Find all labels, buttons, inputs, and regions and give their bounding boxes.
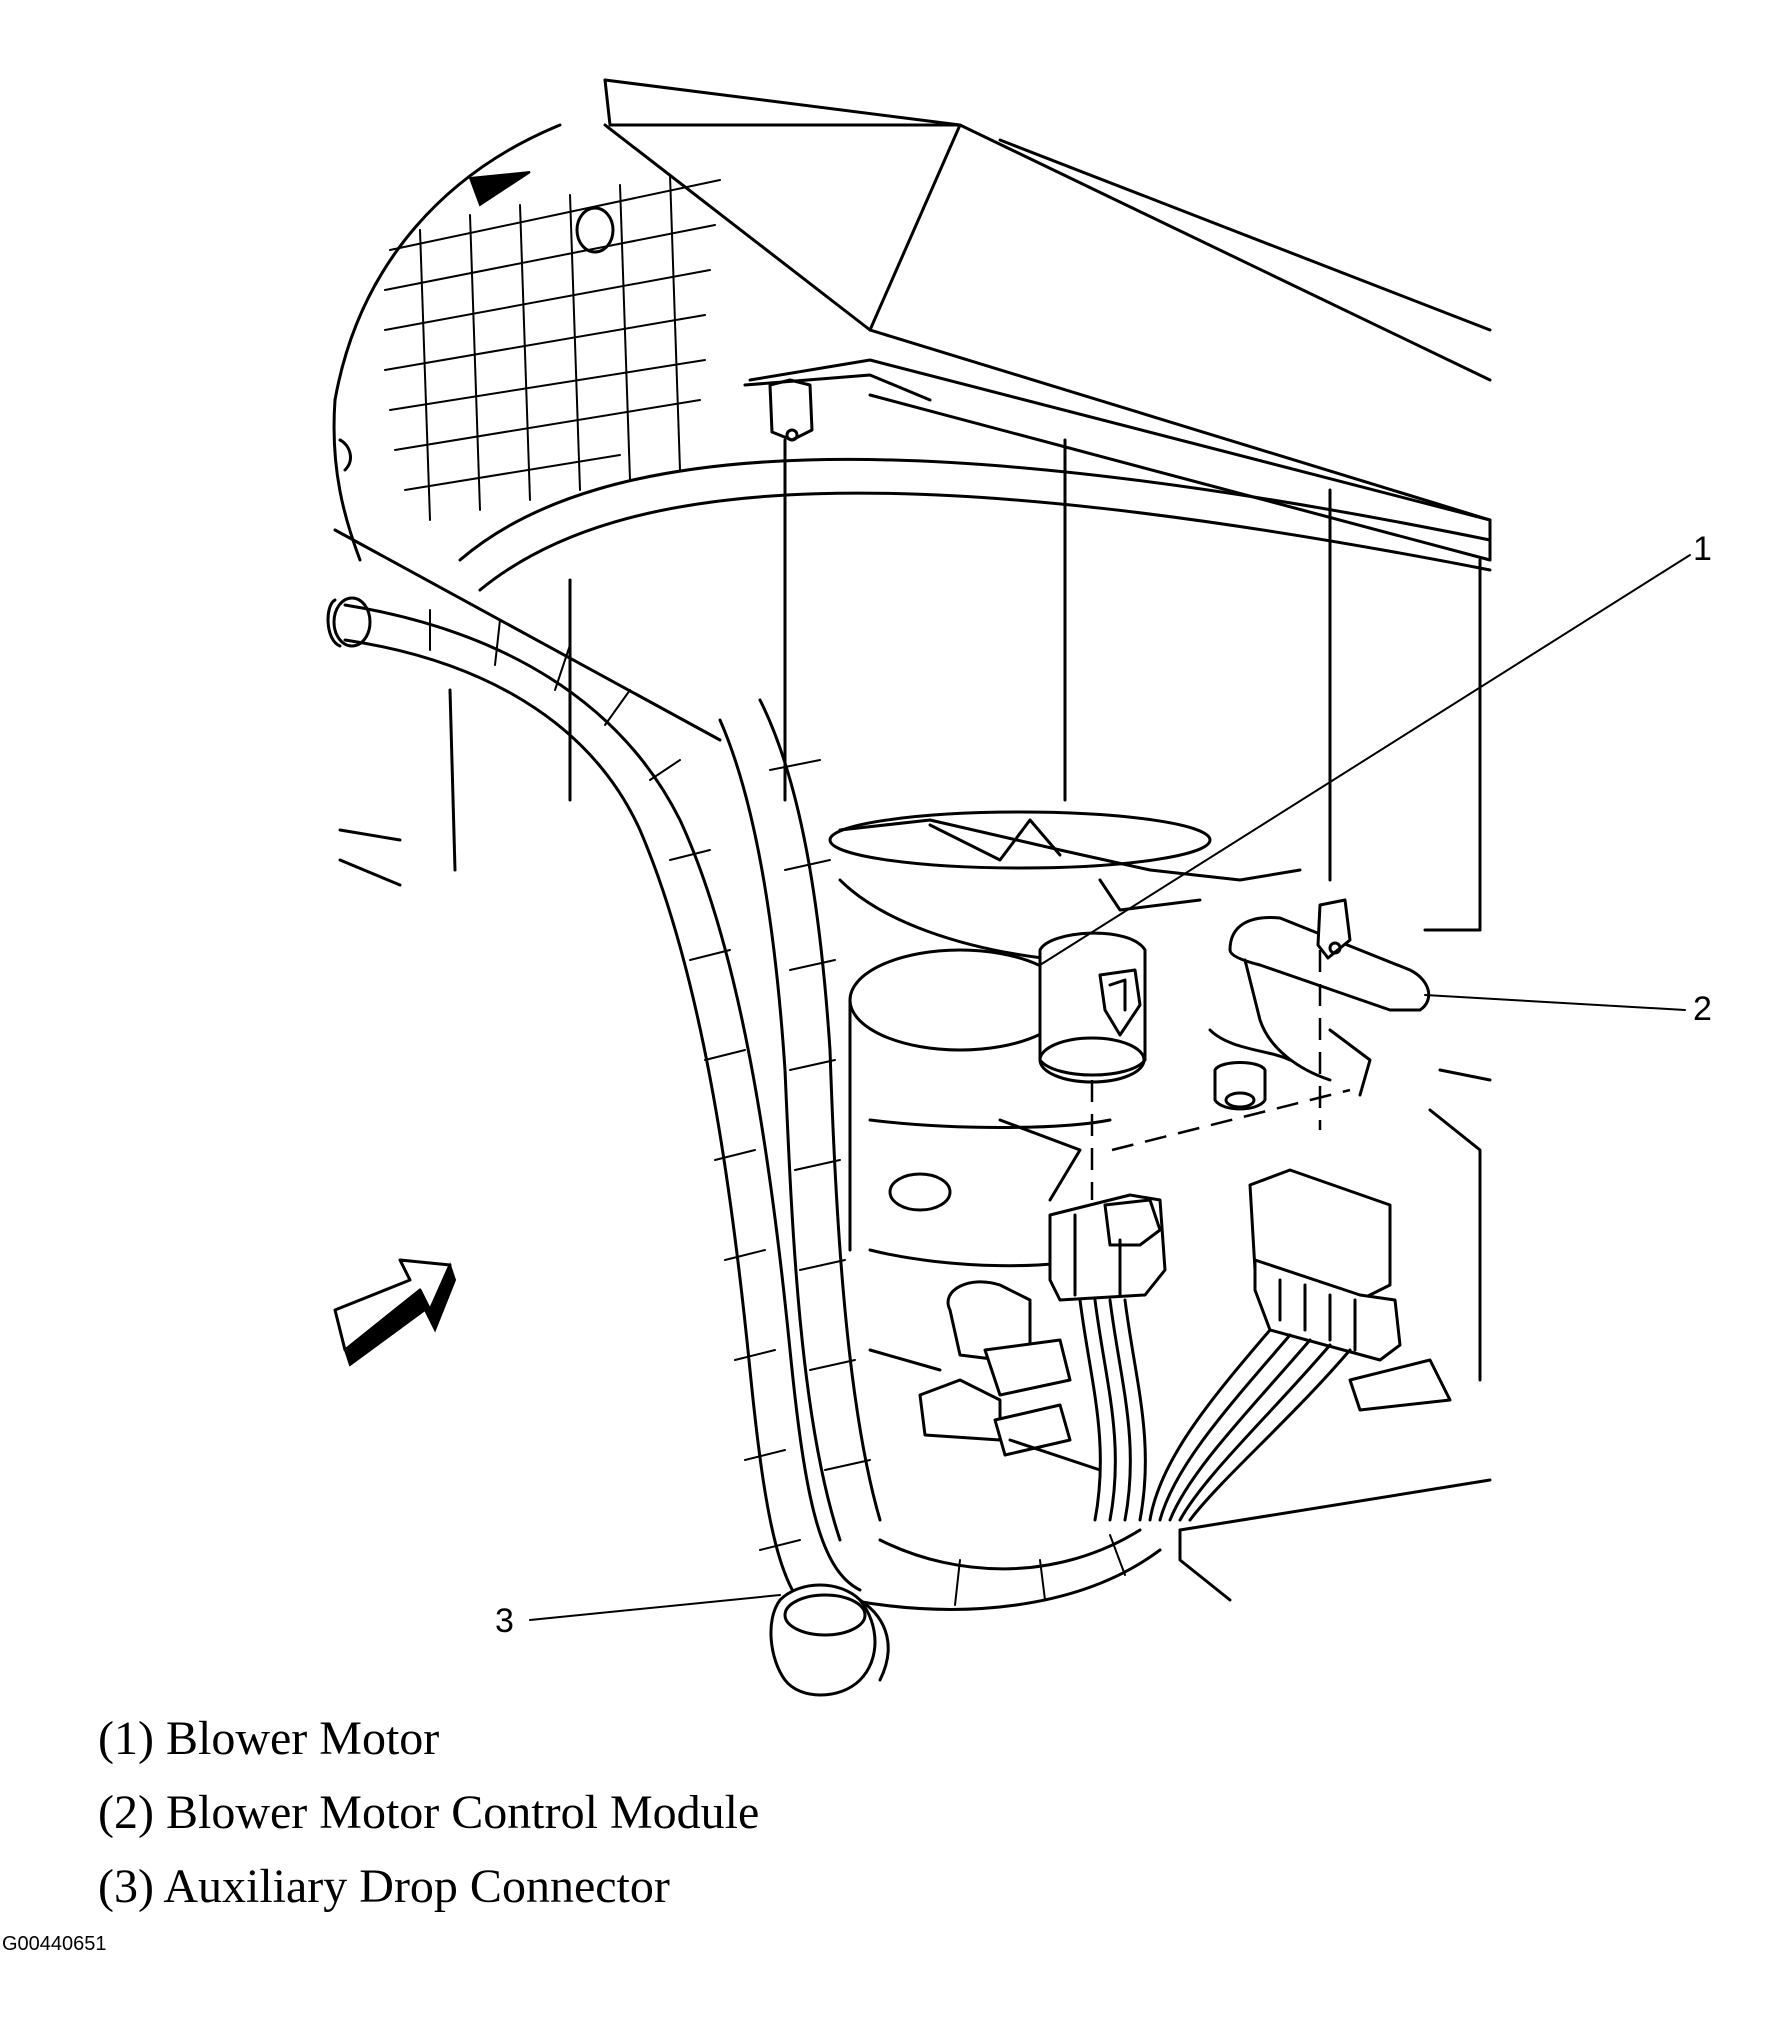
blower-motor-control-module — [1228, 898, 1492, 1382]
callout-1: 1 — [1693, 530, 1712, 568]
parts-legend: (1) Blower Motor (2) Blower Motor Contro… — [98, 1702, 759, 1924]
lower-housing — [1178, 1358, 1492, 1602]
blower-opening-ring — [458, 438, 1492, 932]
alignment-guides — [1090, 950, 1351, 1200]
leader-lines — [529, 554, 1691, 1621]
callout-2: 2 — [1693, 990, 1712, 1028]
hvac-housing — [332, 78, 1492, 562]
harness-wires — [1078, 1298, 1352, 1522]
legend-item-1: (1) Blower Motor — [98, 1712, 440, 1765]
callout-3: 3 — [495, 1602, 514, 1640]
housing-grille — [338, 171, 721, 521]
legend-item-2: (2) Blower Motor Control Module — [98, 1786, 760, 1839]
auxiliary-drop-connector — [769, 1583, 890, 1697]
figure-code: G00440651 — [2, 1933, 107, 1955]
left-panel — [333, 528, 722, 887]
lower-components — [868, 1280, 1102, 1472]
motor-harness-plug — [1048, 1193, 1167, 1302]
legend-item-3: (3) Auxiliary Drop Connector — [98, 1860, 670, 1913]
blower-motor-connector — [1038, 931, 1147, 1084]
mounting-tab — [743, 373, 932, 442]
wiring-harness — [326, 596, 1162, 1622]
direction-arrow-icon — [333, 1258, 457, 1367]
module-harness-plug — [1248, 1168, 1402, 1362]
mounting-boss — [1213, 1061, 1267, 1111]
